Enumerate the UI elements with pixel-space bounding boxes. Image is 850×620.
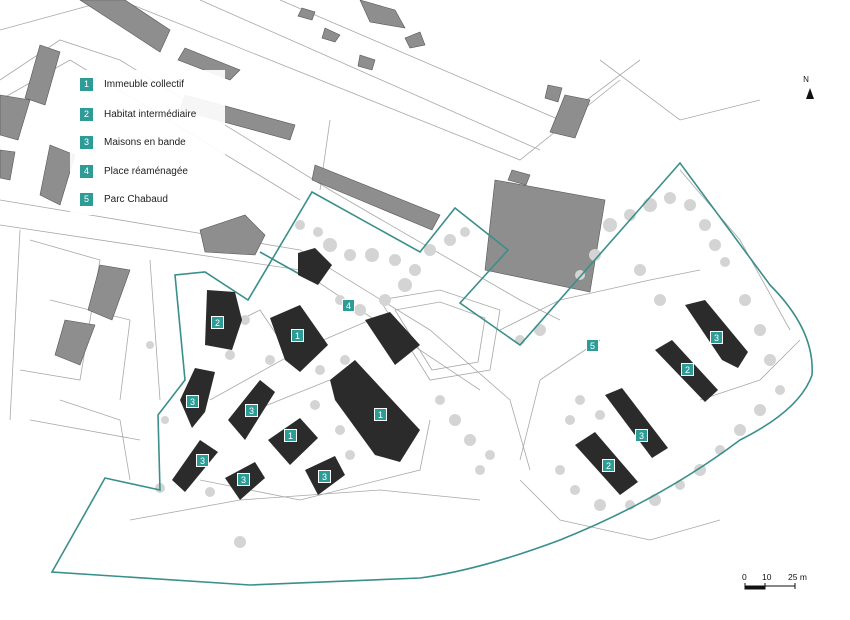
map-marker: 3 bbox=[245, 404, 258, 417]
legend-label: Habitat intermédiaire bbox=[104, 108, 197, 120]
legend-label: Immeuble collectif bbox=[104, 78, 185, 90]
map-marker: 3 bbox=[186, 395, 199, 408]
scale-bar: 0 10 25 m bbox=[742, 572, 822, 596]
legend-label: Maisons en bande bbox=[104, 136, 186, 148]
map-marker: 2 bbox=[211, 316, 224, 329]
north-indicator: N bbox=[798, 75, 814, 84]
legend-item-5: 5 Parc Chabaud bbox=[80, 191, 168, 207]
map-marker: 2 bbox=[681, 363, 694, 376]
map-marker: 1 bbox=[291, 329, 304, 342]
legend-label: Parc Chabaud bbox=[104, 193, 168, 205]
legend-item-4: 4 Place réaménagée bbox=[80, 163, 188, 179]
legend-badge: 2 bbox=[80, 107, 93, 121]
new-buildings bbox=[172, 248, 748, 500]
legend-item-3: 3 Maisons en bande bbox=[80, 134, 186, 150]
map-marker: 2 bbox=[602, 459, 615, 472]
existing-buildings bbox=[0, 0, 606, 366]
map-marker: 4 bbox=[342, 299, 355, 312]
scale-label-10: 10 bbox=[762, 572, 772, 582]
legend-badge: 4 bbox=[80, 164, 93, 178]
map-marker: 3 bbox=[237, 473, 250, 486]
scale-label-0: 0 bbox=[742, 572, 747, 582]
legend-label: Place réaménagée bbox=[104, 165, 188, 177]
map-marker: 3 bbox=[635, 429, 648, 442]
map-marker: 3 bbox=[710, 331, 723, 344]
scale-bar-graphic bbox=[744, 583, 796, 590]
map-legend: 1 Immeuble collectif 2 Habitat intermédi… bbox=[70, 70, 225, 215]
map-marker: 3 bbox=[196, 454, 209, 467]
legend-badge: 5 bbox=[80, 192, 93, 206]
map-marker: 1 bbox=[374, 408, 387, 421]
legend-item-2: 2 Habitat intermédiaire bbox=[80, 106, 196, 122]
map-marker: 1 bbox=[284, 429, 297, 442]
north-label: N bbox=[803, 75, 809, 84]
north-arrow-icon bbox=[806, 88, 814, 99]
map-marker: 3 bbox=[318, 470, 331, 483]
legend-badge: 1 bbox=[80, 77, 93, 91]
scale-label-25: 25 m bbox=[788, 572, 807, 582]
map-marker: 5 bbox=[586, 339, 599, 352]
legend-item-1: 1 Immeuble collectif bbox=[80, 76, 184, 92]
legend-badge: 3 bbox=[80, 135, 93, 149]
